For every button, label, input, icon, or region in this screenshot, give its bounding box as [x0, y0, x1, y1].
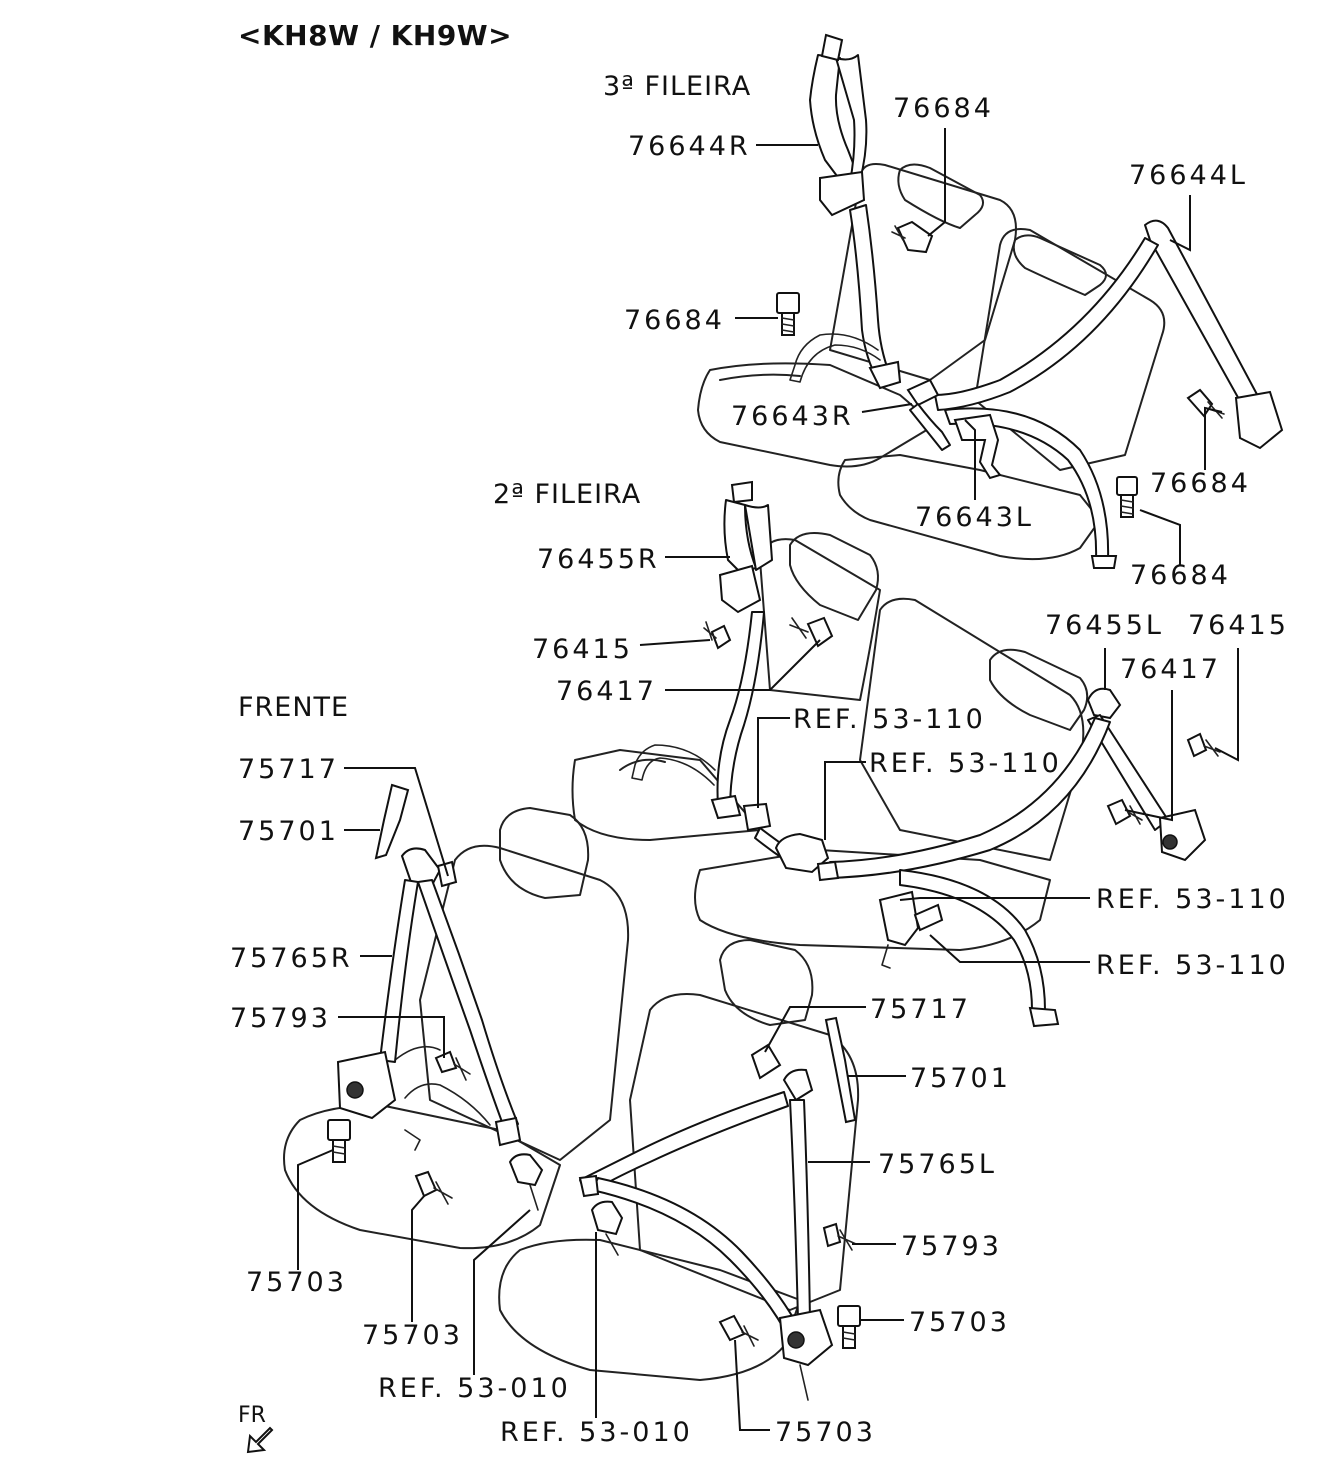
buckle-center-graphic [774, 832, 944, 969]
bolt-icon-76417-b [1106, 798, 1143, 826]
label-76455R: 76455R [537, 544, 660, 575]
label-76644L: 76644L [1129, 160, 1248, 191]
label-75701-a: 75701 [238, 816, 339, 847]
bolt-icon-75793-b [822, 1222, 857, 1251]
label-ref-53-110-b: REF. 53-110 [869, 748, 1062, 779]
bolt-icon-76417-a [789, 616, 834, 648]
label-75703-c: 75703 [909, 1307, 1010, 1338]
label-75765R: 75765R [230, 943, 353, 974]
belt-76455R-graphic [631, 480, 791, 861]
label-76415-a: 76415 [532, 634, 633, 665]
bolt-icon-76684-a [891, 220, 934, 254]
orientation-label: FR [238, 1403, 266, 1428]
part-labels: 76684 76644R 76644L 76684 76643R 76684 7… [230, 93, 1289, 1448]
label-ref-53-010-b: REF. 53-010 [500, 1417, 693, 1448]
bolt-icon-76684-b [776, 292, 800, 336]
label-ref-53-110-a: REF. 53-110 [793, 704, 986, 735]
belt-76644R-graphic [789, 33, 902, 390]
label-76684-b: 76684 [624, 305, 725, 336]
label-75765L: 75765L [878, 1149, 997, 1180]
section-front: FRENTE [238, 692, 349, 723]
label-ref-53-010-a: REF. 53-010 [378, 1373, 571, 1404]
third-row-seat-sketch [697, 163, 1166, 561]
bolt-icon-76415-b [1186, 732, 1221, 758]
label-76417-b: 76417 [1120, 654, 1221, 685]
buckle-front-left-graphic [590, 1200, 624, 1256]
label-75793-a: 75793 [230, 1003, 331, 1034]
belt-76455L-graphic [827, 687, 1207, 1028]
bolt-icon-75703-b [414, 1170, 453, 1205]
bolt-icon-75703-d [718, 1314, 759, 1347]
label-ref-53-110-c: REF. 53-110 [1096, 884, 1289, 915]
belt-75765L-graphic [578, 1016, 857, 1401]
front-arrow-icon [246, 1426, 274, 1454]
buckle-76643L-graphic [953, 413, 1002, 480]
section-third-row: 3ª FILEIRA [603, 71, 751, 102]
label-75717-a: 75717 [238, 754, 339, 785]
label-76684-d: 76684 [1130, 560, 1231, 591]
second-row-seat-sketch [571, 532, 1089, 951]
belt-76644L-graphic [934, 219, 1284, 569]
label-ref-53-110-d: REF. 53-110 [1096, 950, 1289, 981]
diagram-title: <KH8W / KH9W> [238, 19, 512, 52]
label-75793-b: 75793 [901, 1231, 1002, 1262]
label-75717-b: 75717 [870, 994, 971, 1025]
label-75703-d: 75703 [775, 1417, 876, 1448]
bolt-icon-76415-a [703, 621, 732, 650]
orientation-indicator: FR [238, 1403, 274, 1454]
label-76644R: 76644R [628, 131, 751, 162]
label-76643L: 76643L [915, 502, 1034, 533]
label-75703-b: 75703 [362, 1320, 463, 1351]
buckle-front-right-graphic [508, 1153, 544, 1211]
label-76417-a: 76417 [556, 676, 657, 707]
label-76455L: 76455L [1045, 610, 1164, 641]
buckle-76643R-graphic [906, 378, 951, 451]
label-76415-b: 76415 [1188, 610, 1289, 641]
leader-lines [297, 128, 1239, 1431]
section-second-row: 2ª FILEIRA [493, 479, 641, 510]
label-76684-a: 76684 [893, 93, 994, 124]
label-76684-c: 76684 [1150, 468, 1251, 499]
label-75703-a: 75703 [246, 1267, 347, 1298]
label-75701-b: 75701 [910, 1063, 1011, 1094]
front-right-seat-sketch [283, 807, 630, 1250]
label-76643R: 76643R [731, 401, 854, 432]
bolt-icon-75703-c [837, 1305, 861, 1349]
bolt-icon-76684-d [1116, 476, 1138, 518]
bolt-icon-75793-a [434, 1050, 471, 1081]
bolt-icon-75703-a [327, 1119, 351, 1163]
